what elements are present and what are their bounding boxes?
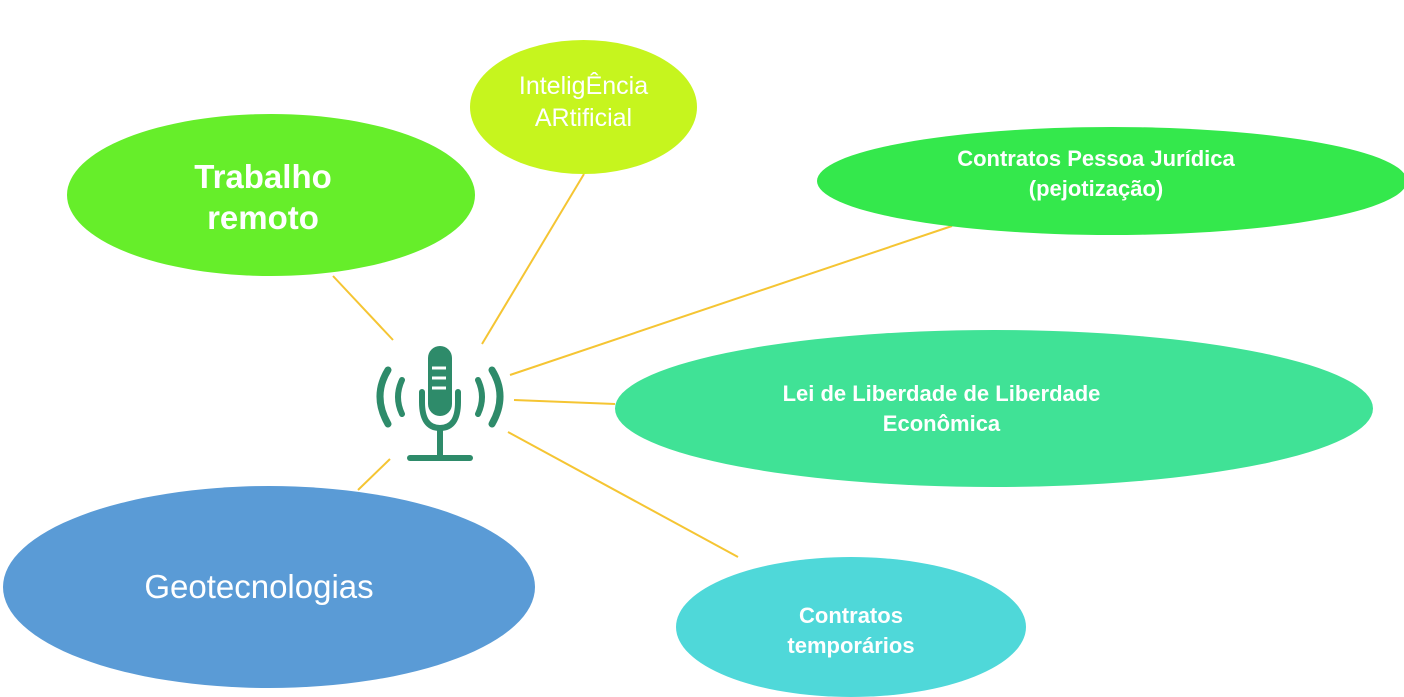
connector-geo — [357, 458, 391, 491]
node-contratos-temporarios-label: Contratos temporários — [787, 603, 915, 658]
node-trabalho-remoto-label: Trabalho remoto — [194, 158, 332, 236]
node-geotecnologias: Geotecnologias — [3, 486, 535, 688]
connector-ia — [481, 173, 585, 345]
node-inteligencia-artificial: InteligÊncia ARtificial — [470, 40, 697, 174]
node-lei-liberdade-economica-label: Lei de Liberdade de Liberdade Econômica — [782, 380, 1101, 436]
node-contratos-pessoa-juridica: Contratos Pessoa Jurídica (pejotização) — [817, 127, 1404, 235]
connector-trabalho — [332, 275, 394, 341]
node-contratos-pessoa-juridica-label: Contratos Pessoa Jurídica (pejotização) — [957, 146, 1235, 201]
connector-temp — [507, 431, 739, 558]
connector-lei — [513, 399, 616, 405]
node-contratos-temporarios: Contratos temporários — [676, 557, 1026, 697]
node-lei-liberdade-economica: Lei de Liberdade de Liberdade Econômica — [615, 330, 1373, 487]
connector-pj — [509, 225, 953, 376]
node-geotecnologias-label: Geotecnologias — [144, 568, 374, 605]
node-trabalho-remoto: Trabalho remoto — [67, 114, 475, 276]
node-inteligencia-artificial-label: InteligÊncia ARtificial — [518, 72, 649, 132]
microphone-icon — [376, 346, 504, 461]
